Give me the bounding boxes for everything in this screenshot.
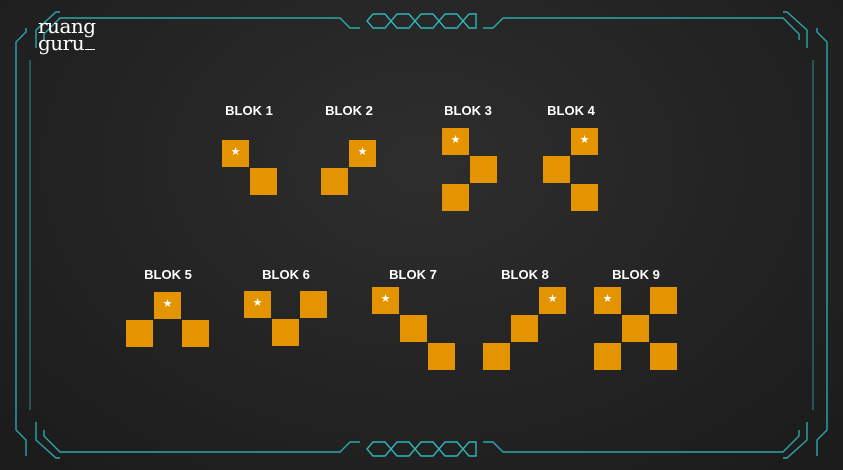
block-cell <box>650 287 677 314</box>
block-label: BLOK 8 <box>501 267 549 282</box>
block-label: BLOK 4 <box>547 103 595 118</box>
hexagon-chain-bottom <box>366 441 477 457</box>
block-label: BLOK 7 <box>389 267 437 282</box>
block-cell <box>483 343 510 370</box>
block-cell: ★ <box>594 287 621 314</box>
star-icon: ★ <box>230 145 241 158</box>
block-cell <box>300 291 327 318</box>
star-icon: ★ <box>357 145 368 158</box>
block-cell <box>182 320 209 347</box>
block-cell: ★ <box>349 140 376 167</box>
block-cell: ★ <box>244 291 271 318</box>
block-cell: ★ <box>442 128 469 155</box>
block-cell: ★ <box>372 287 399 314</box>
star-icon: ★ <box>602 292 613 305</box>
block-label: BLOK 6 <box>262 267 310 282</box>
block-cell <box>650 343 677 370</box>
block-cell <box>126 320 153 347</box>
block-cell <box>400 315 427 342</box>
block-cell <box>571 184 598 211</box>
logo-line-1: ruang <box>38 14 96 38</box>
block-label: BLOK 1 <box>225 103 273 118</box>
block-label: BLOK 9 <box>612 267 660 282</box>
hexagon-chain-top <box>366 13 477 29</box>
block-cell <box>250 168 277 195</box>
star-icon: ★ <box>450 133 461 146</box>
block-label: BLOK 3 <box>444 103 492 118</box>
block-cell <box>622 315 649 342</box>
block-label: BLOK 2 <box>325 103 373 118</box>
logo-line-2: guru <box>38 31 85 55</box>
block-cell: ★ <box>571 128 598 155</box>
block-cell <box>511 315 538 342</box>
block-cell: ★ <box>154 292 181 319</box>
star-icon: ★ <box>380 292 391 305</box>
block-cell: ★ <box>222 140 249 167</box>
star-icon: ★ <box>252 296 263 309</box>
block-label: BLOK 5 <box>144 267 192 282</box>
block-cell <box>442 184 469 211</box>
star-icon: ★ <box>579 133 590 146</box>
block-cell: ★ <box>539 287 566 314</box>
ruangguru-logo: ruang guru <box>38 16 96 55</box>
block-cell <box>321 168 348 195</box>
block-cell <box>428 343 455 370</box>
block-cell <box>594 343 621 370</box>
star-icon: ★ <box>162 297 173 310</box>
block-cell <box>272 319 299 346</box>
block-cell <box>470 156 497 183</box>
star-icon: ★ <box>547 292 558 305</box>
block-cell <box>543 156 570 183</box>
